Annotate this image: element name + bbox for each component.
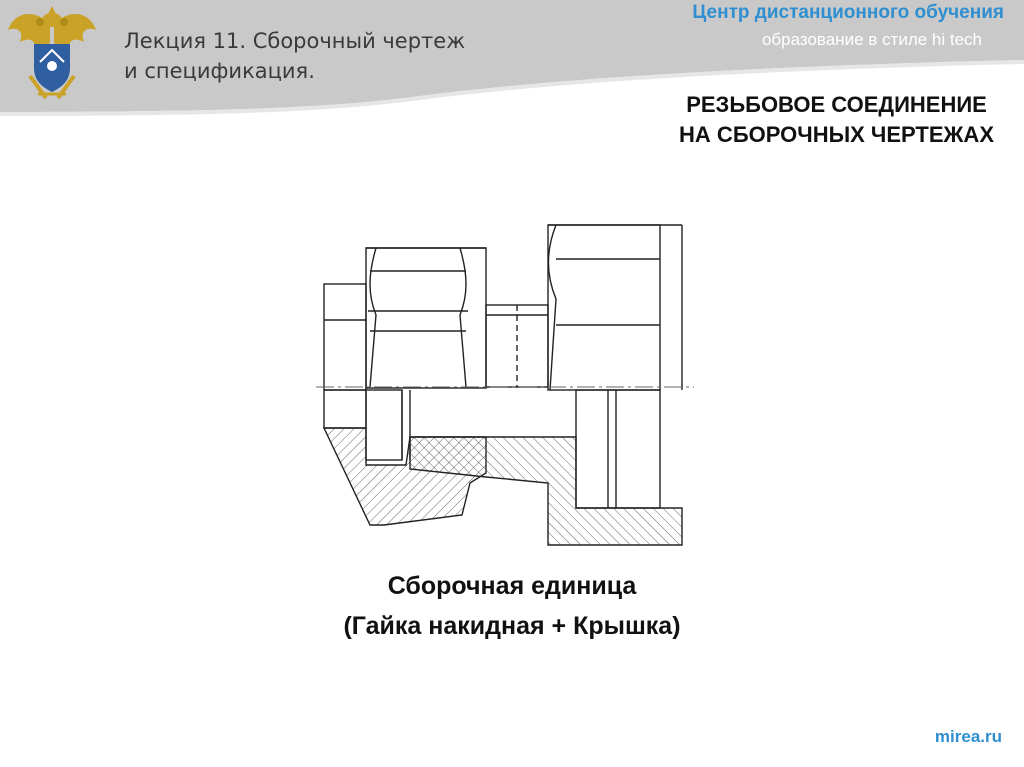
site-link[interactable]: mirea.ru [934,727,1002,746]
assembly-drawing [316,224,694,546]
slide-title: РЕЗЬБОВОЕ СОЕДИНЕНИЕ НА СБОРОЧНЫХ ЧЕРТЕЖ… [679,92,994,147]
nut-left-flange [323,283,367,391]
drawing-caption: Сборочная единица (Гайка накидная + Крыш… [343,572,681,640]
shaft-section [409,436,683,546]
nut-left-body [365,247,487,389]
lecture-title: Лекция 11. Сборочный чертеж и спецификац… [124,29,466,83]
header-band [0,0,1024,116]
center-name: Центр дистанционного обучения [692,2,1004,23]
cap-body [547,224,661,391]
center-slogan: образование в стиле hi tech [761,30,982,49]
eagle-emblem-icon [8,6,96,100]
